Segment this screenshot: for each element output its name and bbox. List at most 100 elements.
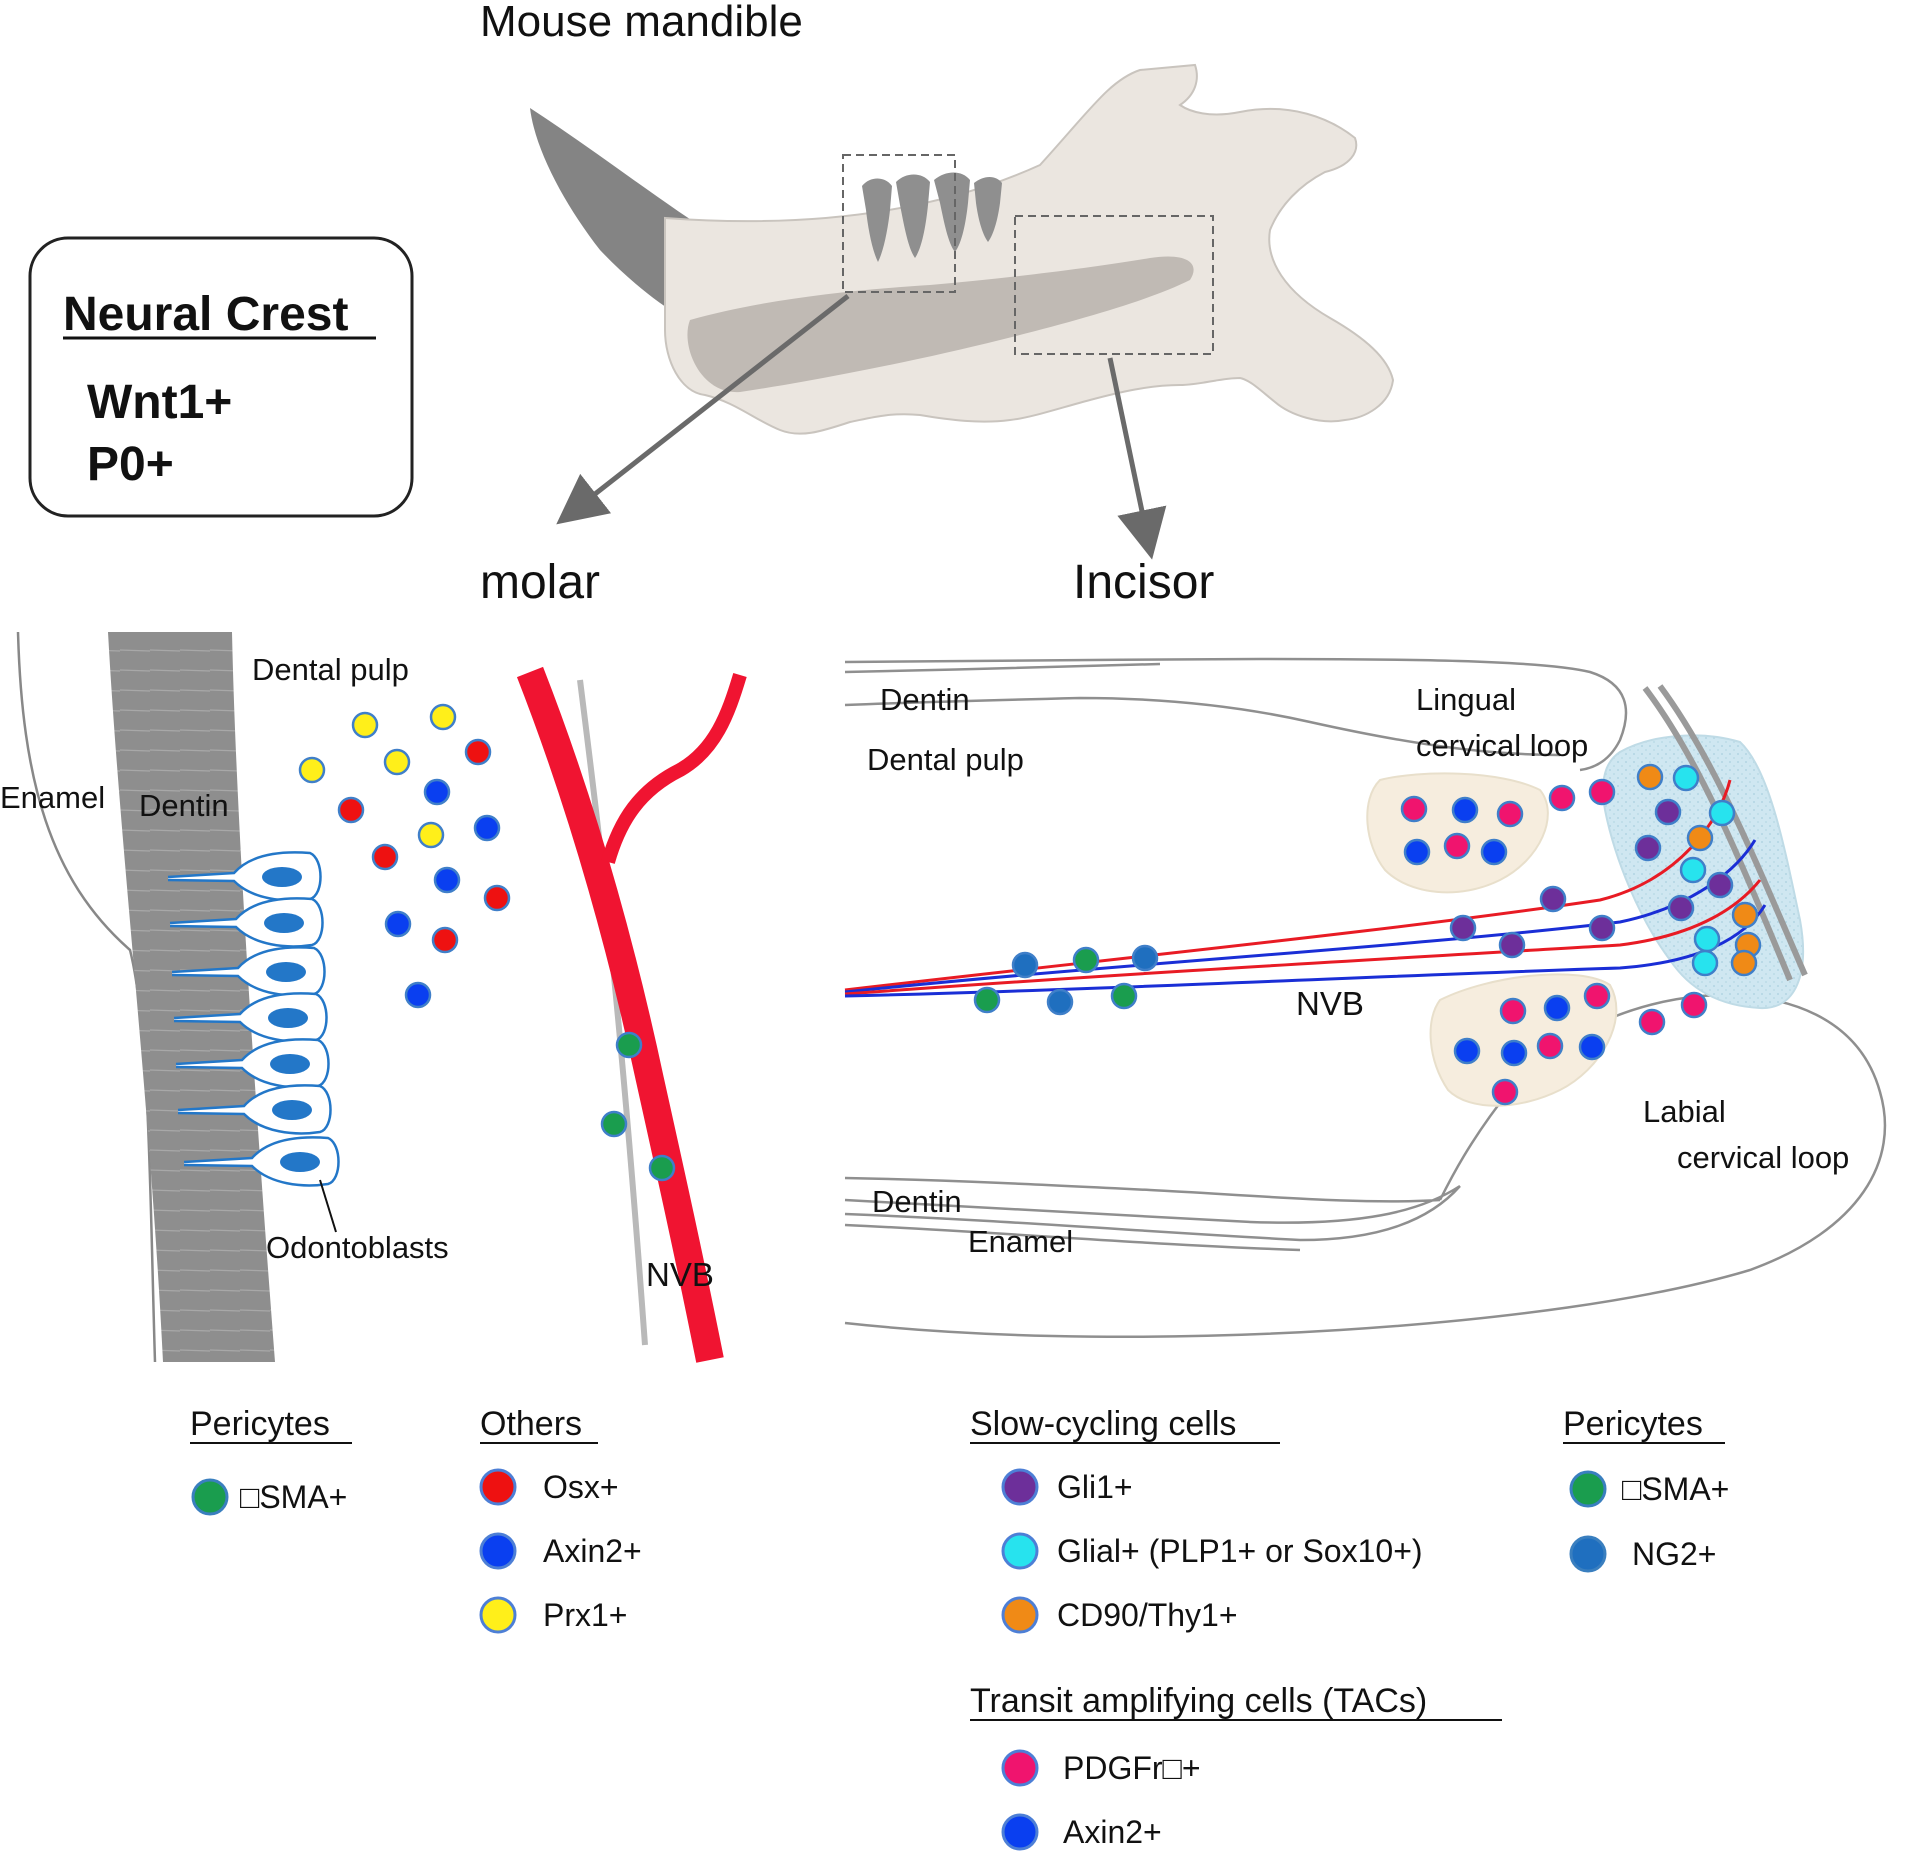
glial-cell <box>1691 949 1719 977</box>
enamel-outline <box>16 631 157 1363</box>
dentin-layer <box>108 632 275 1362</box>
odontoblast-label-leader <box>319 1179 337 1233</box>
marker-wnt1: Wnt1+ <box>87 376 232 429</box>
osx-cell <box>431 926 459 954</box>
axin2-cell <box>1543 994 1571 1022</box>
gli1-cell <box>1498 931 1526 959</box>
axin2-cell <box>1451 796 1479 824</box>
legend-heading: Others <box>480 1405 582 1443</box>
gli1-cell <box>1634 834 1662 862</box>
sma-pericyte-cell <box>615 1031 643 1059</box>
sma-cell <box>1072 946 1100 974</box>
gli1-cell <box>1449 914 1477 942</box>
legend-swatch-sma <box>191 1478 229 1516</box>
sma-cell <box>1110 982 1138 1010</box>
legend-swatch-cd90 <box>1001 1596 1039 1634</box>
prx1-cell <box>351 711 379 739</box>
incisor-enamel-label: Enamel <box>968 1224 1073 1259</box>
axin2-cell <box>1403 838 1431 866</box>
legend-swatch-sma-incisor <box>1569 1470 1607 1508</box>
axin2-cell <box>1500 1039 1528 1067</box>
legend-others: Others Osx+ Axin2+ Prx1+ <box>479 1405 642 1634</box>
molar-nvb-pericytes <box>600 1031 676 1182</box>
odontoblast-nucleus <box>264 913 304 933</box>
cd90-cell <box>1636 763 1664 791</box>
molar-pulp-cells <box>298 703 511 1009</box>
molar-enamel-label: Enamel <box>0 780 105 815</box>
incisor-pointer-arrow <box>1107 357 1167 560</box>
incisor-nvb-label: NVB <box>1296 985 1364 1022</box>
lingual-loop-label-line2: cervical loop <box>1416 728 1588 763</box>
odontoblast-body <box>183 1136 340 1187</box>
legend-swatch-pdgfr <box>1001 1749 1039 1787</box>
ng2-cell <box>1046 988 1074 1016</box>
glial-cell <box>1693 925 1721 953</box>
incisor-upper-dentin-lines <box>844 657 1628 772</box>
molar-pointer-arrow <box>556 294 850 525</box>
legend-label-sma-incisor: □SMA+ <box>1622 1471 1729 1507</box>
sma-cell <box>973 986 1001 1014</box>
axin2-cell <box>473 814 501 842</box>
odontoblast <box>173 992 328 1043</box>
odontoblast-body <box>167 851 322 902</box>
figure-title: Mouse mandible <box>480 0 803 46</box>
odontoblast-body <box>177 1084 332 1135</box>
legend-label-axin2: Axin2+ <box>543 1533 642 1569</box>
ng2-cell <box>1131 944 1159 972</box>
molar-teeth <box>862 172 1002 262</box>
legend-label-prx1: Prx1+ <box>543 1597 627 1633</box>
labial-loop-label-line1: Labial <box>1643 1094 1726 1129</box>
mandible-illustration <box>530 63 1395 560</box>
odontoblast-nucleus <box>270 1054 310 1074</box>
axin2-cell <box>423 778 451 806</box>
odontoblast-body <box>175 1038 330 1089</box>
odontoblast-nucleus <box>268 1008 308 1028</box>
glial-cell <box>1708 799 1736 827</box>
axin2-cell <box>1578 1033 1606 1061</box>
legend-heading: Transit amplifying cells (TACs) <box>970 1682 1427 1720</box>
legend-label-sma: □SMA+ <box>240 1479 347 1515</box>
legend-label-axin2-tac: Axin2+ <box>1063 1814 1162 1850</box>
prx1-cell <box>417 821 445 849</box>
pdgfr-cell <box>1491 1078 1519 1106</box>
odontoblast <box>171 946 326 997</box>
labial-loop-label-line2: cervical loop <box>1677 1140 1849 1175</box>
legend-swatch-glial <box>1001 1532 1039 1570</box>
legend-slow-cycling: Slow-cycling cells Gli1+ Glial+ (PLP1+ o… <box>970 1405 1423 1634</box>
gli1-cell <box>1706 871 1734 899</box>
incisor-panel: Dentin Dental pulp Lingual cervical loop… <box>844 657 1887 1339</box>
odontoblast <box>167 851 322 902</box>
neural-crest-box: Neural Crest Wnt1+ P0+ <box>28 236 414 518</box>
legend-swatch-axin2-tac <box>1001 1813 1039 1851</box>
cd90-cell <box>1686 824 1714 852</box>
sma-pericyte-cell <box>600 1110 628 1138</box>
marker-p0: P0+ <box>87 438 174 491</box>
incisor-root-band <box>687 256 1194 393</box>
pdgfr-cell <box>1638 1008 1666 1036</box>
legend-swatch-osx <box>479 1468 517 1506</box>
ng2-cell <box>1011 951 1039 979</box>
incisor-cells <box>973 763 1762 1106</box>
osx-cell <box>337 796 365 824</box>
nvb-red-vessel-1 <box>844 779 1732 992</box>
legend-label-glial: Glial+ (PLP1+ or Sox10+) <box>1057 1533 1423 1569</box>
incisor-dentin-bottom-label: Dentin <box>872 1184 962 1219</box>
odontoblast-nucleus <box>266 962 306 982</box>
axin2-cell <box>433 866 461 894</box>
osx-cell <box>483 884 511 912</box>
glial-cell <box>1679 856 1707 884</box>
molar-inset-box <box>842 154 956 293</box>
osx-cell <box>371 843 399 871</box>
odontoblast-body <box>171 946 326 997</box>
odontoblast-nucleus <box>272 1100 312 1120</box>
odontoblast <box>177 1084 332 1135</box>
sma-pericyte-cell <box>648 1154 676 1182</box>
molar-nvb-vessel <box>516 666 724 1363</box>
molar-dentin-label: Dentin <box>139 788 229 823</box>
pdgfr-cell <box>1583 982 1611 1010</box>
legend-label-osx: Osx+ <box>543 1469 619 1505</box>
axin2-cell <box>1480 838 1508 866</box>
legend-swatch-prx1 <box>479 1596 517 1634</box>
